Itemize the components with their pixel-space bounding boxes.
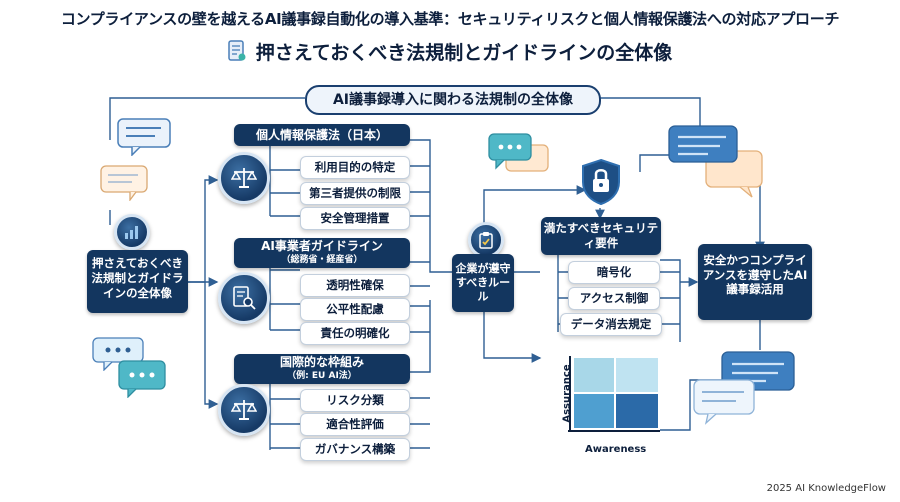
assurance-awareness-matrix (568, 356, 660, 436)
chart-icon (114, 214, 150, 250)
item-third-party-restriction: 第三者提供の制限 (300, 182, 410, 205)
scales-icon (218, 152, 270, 204)
item-conformity-assessment: 適合性評価 (300, 413, 410, 436)
item-encryption: 暗号化 (568, 261, 660, 284)
document-icon (228, 40, 246, 67)
page-subtitle: 押さえておくべき法規制とガイドラインの全体像 (0, 38, 900, 67)
group-label-ai-guideline-sub: （総務省・経産省） (281, 255, 363, 265)
group-label-international-sub: （例: EU AI法） (287, 371, 357, 381)
chat-bubble-icon (117, 118, 177, 160)
item-purpose-specification: 利用目的の特定 (300, 156, 410, 179)
chat-bubble-icon (100, 165, 150, 205)
rules-node: 企業が遵守すべきルール (452, 254, 514, 312)
chat-bubble-icon (668, 125, 768, 204)
clipboard-check-icon (468, 222, 504, 258)
item-access-control: アクセス制御 (568, 287, 660, 310)
group-label-international: 国際的な枠組み （例: EU AI法） (234, 354, 410, 384)
item-data-deletion: データ消去規定 (560, 313, 662, 336)
chat-bubble-icon (92, 337, 148, 375)
root-node: 押さえておくべき法規制とガイドラインの全体像 (87, 250, 188, 313)
group-label-ai-guideline: AI事業者ガイドライン （総務省・経産省） (234, 238, 410, 268)
group-label-privacy-law: 個人情報保護法（日本） (234, 124, 410, 146)
chat-bubble-icon (692, 350, 800, 429)
page-title: コンプライアンスの壁を越えるAI議事録自動化の導入基準：セキュリティリスクと個人… (60, 10, 840, 28)
item-safety-measures: 安全管理措置 (300, 207, 410, 230)
scales-icon (218, 384, 270, 436)
item-transparency: 透明性確保 (300, 274, 410, 297)
item-risk-classification: リスク分類 (300, 389, 410, 412)
outcome-node: 安全かつコンプライアンスを遵守したAI議事録活用 (698, 244, 812, 320)
diagram-title: AI議事録導入に関わる法規制の全体像 (305, 85, 601, 115)
item-governance: ガバナンス構築 (300, 438, 410, 461)
subtitle-text: 押さえておくべき法規制とガイドラインの全体像 (255, 42, 673, 64)
group-label-ai-guideline-title: AI事業者ガイドライン (261, 239, 383, 253)
footer-credit: 2025 AI KnowledgeFlow (766, 483, 886, 494)
document-search-icon (218, 272, 270, 324)
chat-bubble-icon (118, 360, 168, 402)
matrix-xlabel: Awareness (585, 444, 647, 455)
group-label-international-title: 国際的な枠組み (279, 355, 364, 369)
shield-lock-icon (580, 158, 622, 210)
security-requirements-node: 満たすべきセキュリティ要件 (541, 217, 661, 255)
item-fairness: 公平性配慮 (300, 298, 410, 321)
matrix-ylabel: Assurance (561, 364, 573, 423)
chat-bubble-icon (488, 133, 550, 183)
item-accountability: 責任の明確化 (300, 322, 410, 345)
